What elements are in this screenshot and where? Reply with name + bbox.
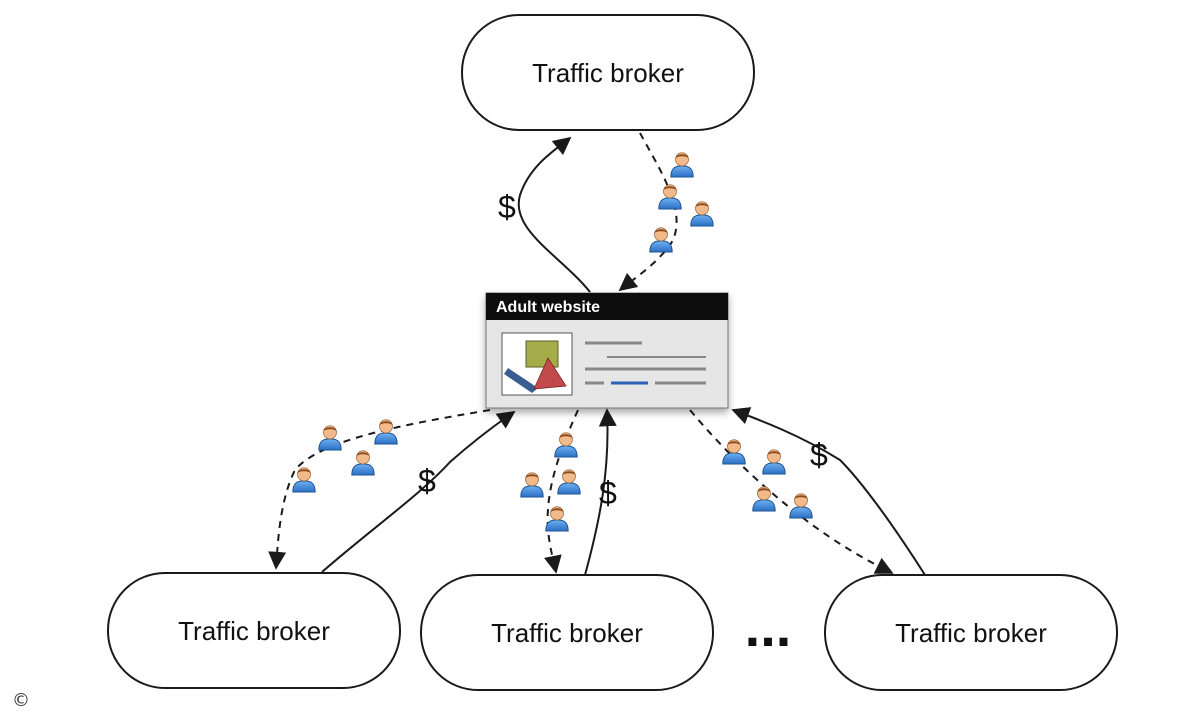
money-flow-from-left-broker bbox=[321, 410, 516, 573]
money-label-right: $ bbox=[810, 437, 828, 473]
traffic-broker-top: Traffic broker bbox=[461, 14, 755, 131]
traffic-broker-bottom-right: Traffic broker bbox=[824, 574, 1118, 691]
money-label-top: $ bbox=[498, 189, 516, 225]
traffic-broker-bottom-left-label: Traffic broker bbox=[178, 616, 330, 646]
traffic-broker-top-label: Traffic broker bbox=[532, 58, 684, 88]
traffic-broker-bottom-middle-label: Traffic broker bbox=[491, 618, 643, 648]
user-icon bbox=[789, 493, 813, 519]
user-icon bbox=[545, 506, 569, 532]
website-content-lines bbox=[585, 341, 706, 385]
user-icon bbox=[554, 432, 578, 458]
traffic-flow-to-right-broker bbox=[689, 409, 894, 574]
traffic-broker-bottom-middle: Traffic broker bbox=[420, 574, 714, 691]
user-icon bbox=[374, 419, 398, 445]
user-icon bbox=[752, 486, 776, 512]
money-flow-from-middle-broker bbox=[584, 408, 617, 576]
user-icon bbox=[762, 449, 786, 475]
money-label-left: $ bbox=[418, 463, 436, 499]
user-icon bbox=[670, 152, 694, 178]
money-flow-from-right-broker bbox=[731, 407, 926, 576]
image-thumbnail-icon bbox=[501, 332, 573, 396]
website-title: Adult website bbox=[496, 299, 600, 316]
user-icon bbox=[690, 201, 714, 227]
user-icon bbox=[292, 467, 316, 493]
money-label-middle: $ bbox=[599, 475, 617, 511]
copyright-mark: © bbox=[12, 690, 30, 711]
user-icon bbox=[658, 184, 682, 210]
website-title-bar bbox=[486, 293, 728, 320]
user-icon bbox=[351, 450, 375, 476]
user-icon bbox=[649, 227, 673, 253]
user-icon bbox=[557, 469, 581, 495]
user-icon bbox=[722, 439, 746, 465]
traffic-flow-to-left-broker bbox=[268, 409, 491, 570]
money-flow-to-top-broker bbox=[517, 136, 591, 293]
traffic-flow-from-top-broker bbox=[618, 132, 678, 292]
traffic-broker-bottom-left: Traffic broker bbox=[107, 572, 401, 689]
user-icon bbox=[318, 425, 342, 451]
more-brokers-ellipsis: ... bbox=[745, 595, 792, 658]
traffic-broker-bottom-right-label: Traffic broker bbox=[895, 618, 1047, 648]
user-icon bbox=[520, 472, 544, 498]
